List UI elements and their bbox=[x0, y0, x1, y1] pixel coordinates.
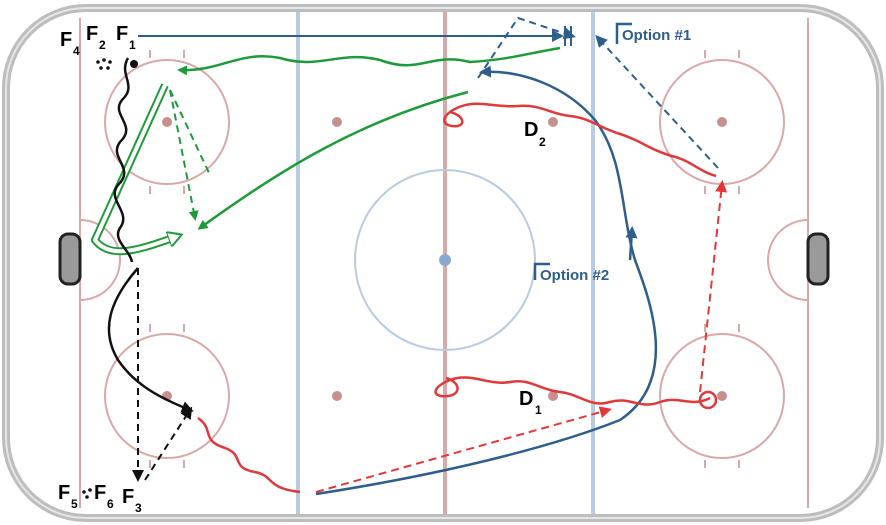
player-f4: F 4 bbox=[60, 29, 80, 58]
neutral-dot-top-left bbox=[332, 117, 342, 127]
left-goal bbox=[58, 232, 82, 286]
center-circle bbox=[354, 169, 536, 351]
right-crease bbox=[767, 219, 809, 301]
green-wavy-skate bbox=[177, 46, 561, 76]
red-dashed-pass-bottom bbox=[315, 406, 612, 493]
svg-text:D: D bbox=[524, 119, 538, 141]
svg-text:3: 3 bbox=[135, 501, 142, 515]
player-d2: D 2 bbox=[524, 119, 546, 149]
svg-text:F: F bbox=[86, 23, 98, 45]
black-dashed-pass-2 bbox=[144, 406, 193, 481]
svg-text:1: 1 bbox=[535, 403, 542, 417]
puck bbox=[130, 60, 138, 68]
center-dot bbox=[439, 254, 451, 266]
option2-label: Option #2 bbox=[540, 267, 609, 284]
faceoff-circle-top-left bbox=[104, 50, 230, 194]
player-f1: F 1 bbox=[116, 23, 136, 52]
red-dashed-pass-right bbox=[699, 180, 728, 393]
svg-text:F: F bbox=[116, 23, 128, 45]
f1-wavy-skate bbox=[113, 57, 134, 263]
player-d1: D 1 bbox=[519, 388, 542, 417]
svg-text:5: 5 bbox=[71, 497, 78, 511]
svg-text:6: 6 bbox=[107, 497, 114, 511]
svg-text:F: F bbox=[122, 486, 134, 508]
svg-text:2: 2 bbox=[99, 38, 106, 52]
svg-text:4: 4 bbox=[73, 44, 80, 58]
d2-wavy-skate bbox=[443, 102, 717, 178]
svg-text:1: 1 bbox=[129, 38, 136, 52]
left-crease bbox=[79, 219, 121, 301]
neutral-dot-bottom-right bbox=[548, 391, 558, 401]
d-long-skate bbox=[315, 65, 658, 496]
faceoff-circle-bottom-left bbox=[104, 324, 230, 468]
svg-text:2: 2 bbox=[539, 135, 546, 149]
d1-wavy-skate bbox=[434, 376, 711, 406]
option1-dashed-pass bbox=[477, 16, 576, 79]
player-f5: F 5 bbox=[58, 482, 78, 511]
option1-dashed-return bbox=[595, 35, 719, 169]
player-f3: F 3 bbox=[122, 486, 142, 515]
player-f2: F 2 bbox=[86, 23, 106, 52]
right-goal bbox=[806, 232, 830, 286]
player-f6: F 6 bbox=[94, 482, 114, 511]
svg-text:D: D bbox=[519, 388, 533, 410]
green-dashed-pass bbox=[169, 89, 199, 221]
green-long-pass bbox=[197, 90, 469, 230]
svg-text:F: F bbox=[94, 482, 106, 504]
svg-text:F: F bbox=[58, 482, 70, 504]
faceoff-circle-bottom-right bbox=[659, 324, 785, 468]
svg-text:F: F bbox=[60, 29, 72, 51]
black-curve-skate bbox=[107, 267, 194, 413]
option1-label: Option #1 bbox=[622, 27, 691, 44]
neutral-dot-top-right bbox=[548, 117, 558, 127]
f3-wavy-skate bbox=[197, 416, 301, 494]
neutral-dot-bottom-left bbox=[332, 391, 342, 401]
